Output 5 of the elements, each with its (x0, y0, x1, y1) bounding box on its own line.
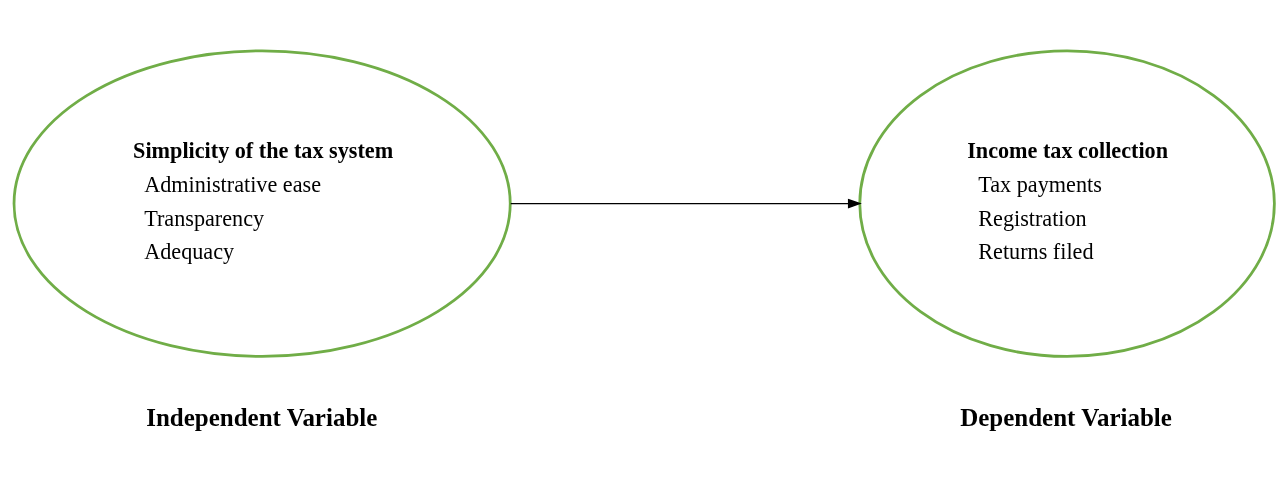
node-ellipse: Simplicity of the tax system Administrative ease Transparency Adequacy (12, 49, 512, 358)
node-ellipse: Income tax collection Tax payments Registration Returns filed (858, 49, 1276, 358)
node-label: Independent Variable (146, 404, 378, 432)
node-label: Dependent Variable (960, 404, 1172, 432)
arrow (510, 198, 862, 209)
